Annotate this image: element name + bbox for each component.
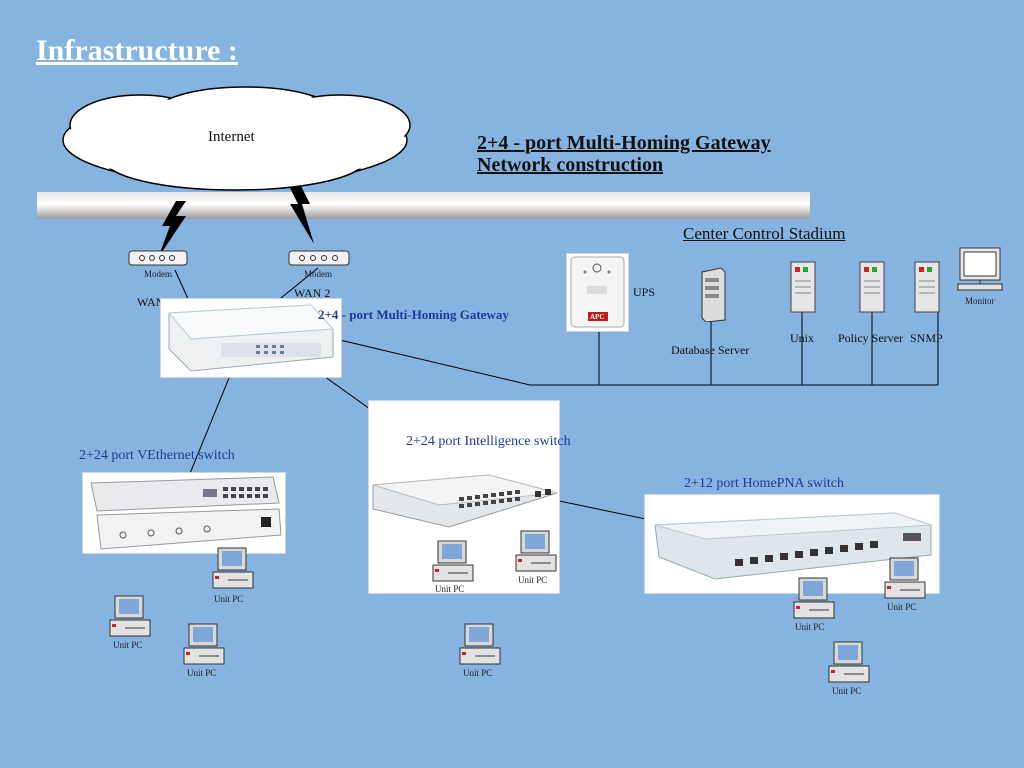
- modem-label-1: Modem: [144, 269, 172, 279]
- switch-icon: [90, 476, 282, 550]
- diagram-title: 2+4 - port Multi-Homing Gateway Network …: [477, 132, 771, 176]
- pc-icon: [459, 623, 501, 665]
- policy-server: [859, 261, 885, 318]
- unix-server: [790, 261, 816, 318]
- unit-pc: [515, 529, 557, 578]
- unit-pc: [212, 546, 254, 595]
- unit-pc: [884, 556, 926, 605]
- lightning-icon-1: [158, 201, 186, 258]
- unit-pc: [793, 576, 835, 625]
- ve-switch-label: 2+24 port VEthernet switch: [79, 448, 235, 463]
- server-icon: [859, 261, 885, 313]
- hpna-switch-panel: [644, 494, 940, 594]
- gateway-device: [160, 298, 342, 378]
- gateway-label: 2+4 - port Multi-Homing Gateway: [318, 307, 509, 322]
- server-icon: [790, 261, 816, 313]
- hpna-switch-label: 2+12 port HomePNA switch: [684, 476, 844, 491]
- pc-icon: [212, 547, 254, 589]
- modem-1: [128, 249, 188, 272]
- pc-icon: [828, 641, 870, 683]
- pc-icon: [432, 540, 474, 582]
- ve-switch-device: [82, 472, 286, 554]
- pc-icon: [109, 595, 151, 637]
- unit-pc-label: Unit PC: [518, 575, 548, 585]
- database-server-label: Database Server: [671, 343, 750, 357]
- slide-title: Infrastructure :: [36, 34, 238, 67]
- lightning-icon-2: [288, 184, 314, 244]
- unit-pc-label: Unit PC: [832, 686, 862, 696]
- policy-server-label: Policy Server: [838, 331, 903, 345]
- monitor-icon: [957, 247, 1003, 291]
- unit-pc-label: Unit PC: [887, 602, 917, 612]
- modem-label-2: Modem: [304, 269, 332, 279]
- unit-pc: [183, 622, 225, 671]
- gateway-icon: [167, 304, 335, 372]
- pc-icon: [515, 530, 557, 572]
- intelligence-switch-label: 2+24 port Intelligence switch: [406, 434, 571, 449]
- modem-icon: [128, 250, 188, 266]
- internet-label: Internet: [208, 129, 255, 145]
- unix-label: Unix: [790, 331, 814, 345]
- monitor: [956, 246, 1004, 299]
- unit-pc-label: Unit PC: [435, 584, 465, 594]
- unit-pc-label: Unit PC: [463, 668, 493, 678]
- wan2-label: WAN 2: [294, 286, 331, 300]
- backbone-bar: [37, 192, 810, 219]
- ups-device: [566, 253, 629, 332]
- unit-pc: [459, 622, 501, 671]
- server-icon: [701, 267, 726, 323]
- snmp-server: [914, 261, 940, 318]
- center-control-label: Center Control Stadium: [683, 224, 846, 243]
- unit-pc-label: Unit PC: [795, 622, 825, 632]
- unit-pc: [109, 594, 151, 643]
- unit-pc: [828, 640, 870, 689]
- unit-pc-label: Unit PC: [113, 640, 143, 650]
- pc-icon: [884, 557, 926, 599]
- apc-logo: APC: [590, 313, 605, 321]
- ups-icon: [570, 256, 625, 328]
- switch-icon: [372, 474, 559, 528]
- modem-2: [288, 249, 350, 272]
- server-icon: [914, 261, 940, 313]
- diagram-title-line-2: Network construction: [477, 154, 664, 176]
- pc-icon: [183, 623, 225, 665]
- unit-pc: [432, 539, 474, 588]
- pc-icon: [793, 577, 835, 619]
- ups-label: UPS: [633, 285, 656, 299]
- snmp-label: SNMP: [910, 331, 943, 345]
- unit-pc-label: Unit PC: [214, 594, 244, 604]
- switch-icon: [654, 512, 932, 580]
- diagram-title-line-1: 2+4 - port Multi-Homing Gateway: [477, 132, 771, 154]
- unit-pc-label: Unit PC: [187, 668, 217, 678]
- modem-icon: [288, 250, 350, 266]
- monitor-label: Monitor: [965, 296, 995, 306]
- database-server: [699, 266, 727, 327]
